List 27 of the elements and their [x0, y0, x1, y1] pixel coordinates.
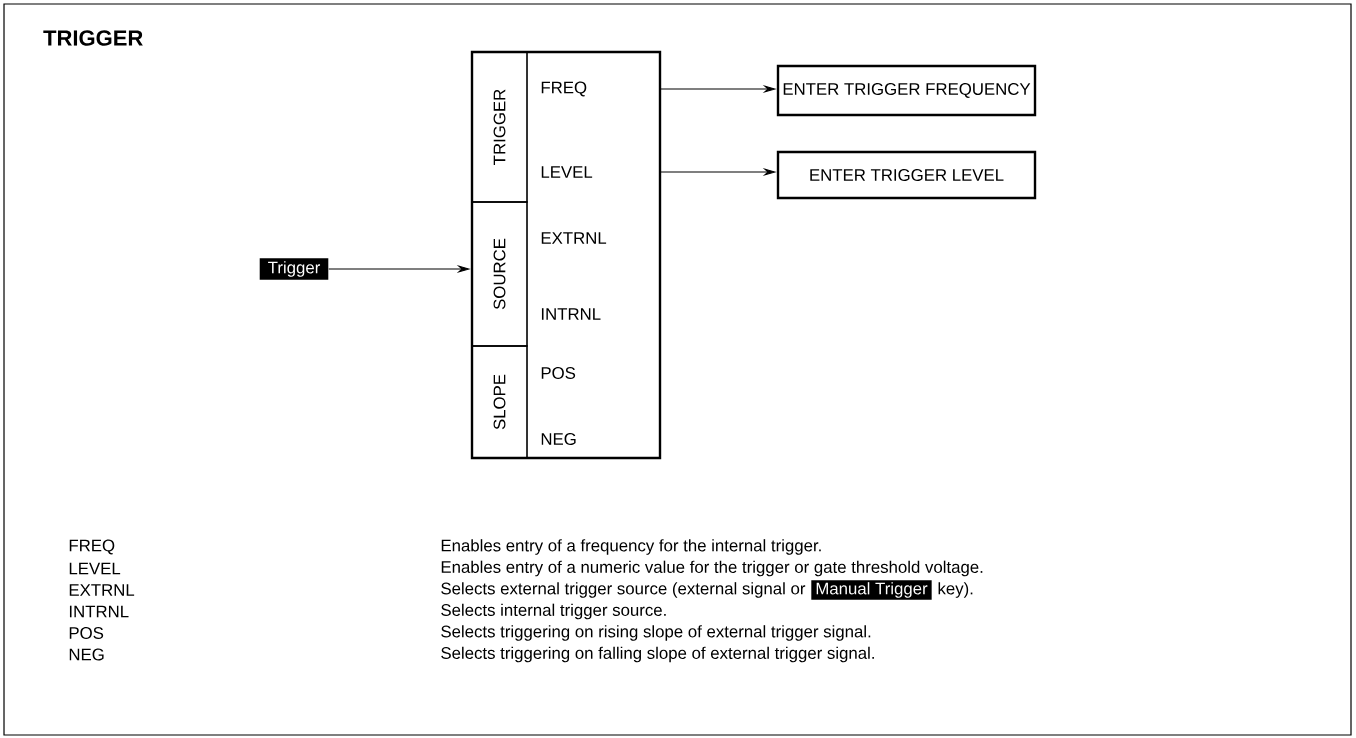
- menu-item: INTRNL: [541, 308, 601, 320]
- description: key).: [938, 582, 973, 598]
- menu-item: FREQ: [541, 81, 587, 97]
- description: Selects internal trigger source.: [441, 603, 666, 620]
- menu-item: EXTRNL: [541, 232, 607, 244]
- menu-group-cell: SLOPE: [471, 345, 528, 459]
- menu-group-cell: SOURCE: [471, 201, 528, 347]
- heading: TRIGGER: [43, 30, 143, 46]
- entry-box: ENTER TRIGGER FREQUENCY: [776, 64, 1037, 117]
- term: POS: [69, 627, 104, 639]
- term: FREQ: [69, 539, 115, 555]
- term: INTRNL: [69, 605, 129, 618]
- description: Enables entry of a numeric value for the trigger or gate threshold voltage.: [441, 560, 983, 577]
- key-button: Manual Trigger: [811, 580, 932, 600]
- description: Selects external trigger source (external signal or: [441, 582, 806, 598]
- description: Selects triggering on falling slope of external trigger signal.: [441, 646, 874, 663]
- term: NEG: [69, 648, 104, 661]
- term: EXTRNL: [69, 584, 135, 596]
- term: LEVEL: [69, 562, 121, 575]
- menu-group-cell: TRIGGER: [471, 51, 528, 203]
- description: Selects triggering on rising slope of external trigger signal.: [441, 625, 871, 641]
- entry-box: ENTER TRIGGER LEVEL: [776, 150, 1037, 200]
- menu-item: LEVEL: [541, 166, 593, 178]
- key-button: Trigger: [259, 258, 329, 280]
- menu-item: POS: [541, 367, 576, 379]
- menu-item: NEG: [541, 433, 576, 445]
- description: Enables entry of a frequency for the internal trigger.: [441, 539, 821, 555]
